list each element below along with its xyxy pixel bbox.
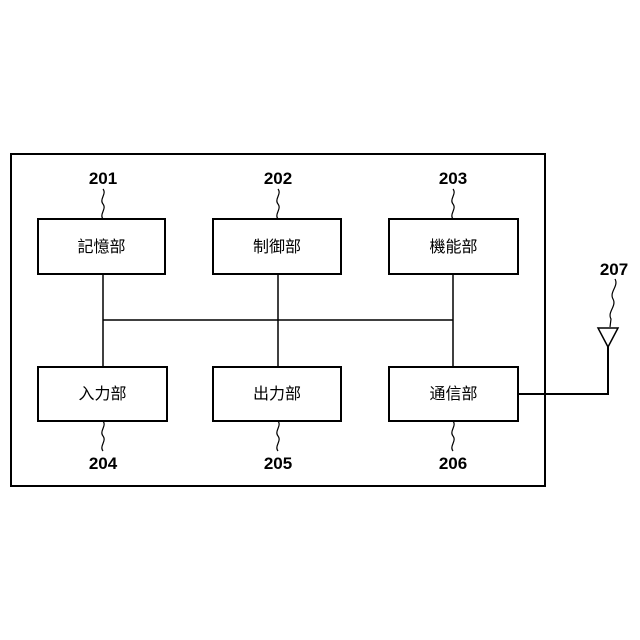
leader-207 [610, 279, 616, 327]
block-function-label: 機能部 [429, 237, 477, 256]
block-function: 機能部 [389, 219, 518, 274]
ref-203: 203 [439, 169, 467, 188]
ref-206: 206 [439, 454, 467, 473]
block-storage-label: 記憶部 [77, 237, 125, 256]
ref-207: 207 [600, 260, 628, 279]
block-output-label: 出力部 [253, 384, 301, 403]
block-control: 制御部 [213, 219, 341, 274]
ref-202: 202 [264, 169, 292, 188]
block-input-label: 入力部 [78, 384, 126, 403]
block-output: 出力部 [213, 367, 341, 421]
ref-205: 205 [264, 454, 292, 473]
block-input: 入力部 [38, 367, 167, 421]
block-communication-label: 通信部 [429, 384, 477, 403]
block-communication: 通信部 [389, 367, 518, 421]
block-storage: 記憶部 [38, 219, 165, 274]
antenna-icon [598, 328, 618, 347]
ref-201: 201 [89, 169, 117, 188]
ref-204: 204 [89, 454, 118, 473]
block-control-label: 制御部 [253, 237, 301, 256]
